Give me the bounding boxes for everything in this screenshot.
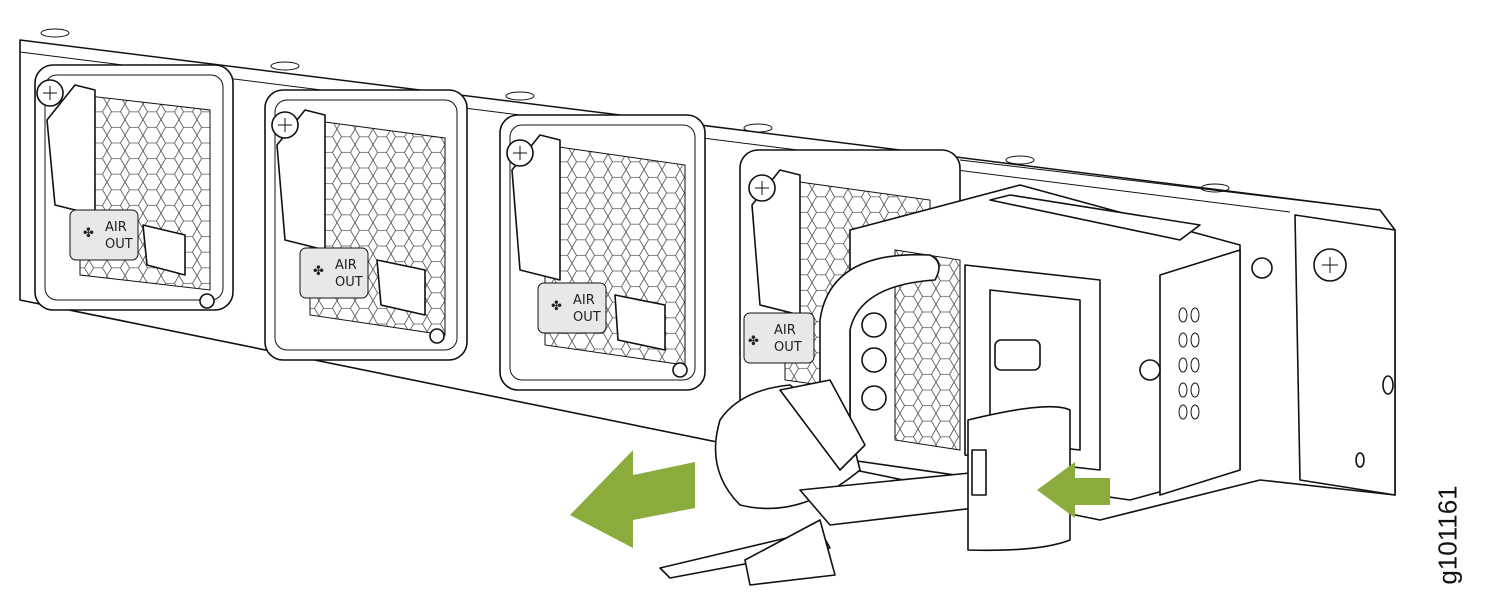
psu-side bbox=[1159, 249, 1241, 496]
rear-panel-side bbox=[1294, 214, 1396, 496]
air-out-label bbox=[537, 282, 607, 334]
fan-module-2[interactable]: ✤ AIR OUT bbox=[264, 89, 468, 361]
label-out: OUT bbox=[774, 340, 802, 355]
retainer-latch bbox=[779, 379, 866, 471]
arrow-left-icon bbox=[570, 450, 695, 548]
led-indicator bbox=[429, 328, 445, 344]
screw-icon bbox=[1251, 257, 1273, 279]
label-air: AIR bbox=[573, 293, 595, 308]
label-out: OUT bbox=[573, 310, 601, 325]
air-out-label bbox=[743, 312, 815, 364]
arrow-left-icon bbox=[1037, 462, 1110, 518]
fan-module-1[interactable]: ✤ AIR OUT bbox=[34, 64, 234, 311]
fan-handle bbox=[276, 109, 326, 251]
psu-vent-top bbox=[989, 194, 1201, 241]
fan-module-3[interactable]: ✤ AIR OUT bbox=[499, 114, 706, 391]
fan-icon: ✤ bbox=[83, 226, 94, 241]
label-air: AIR bbox=[105, 220, 127, 235]
power-cord-retainer[interactable] bbox=[659, 253, 1071, 586]
label-out: OUT bbox=[335, 275, 363, 290]
figure-id: g101161 bbox=[1418, 480, 1478, 590]
led-indicator bbox=[199, 293, 215, 309]
cord-loop bbox=[819, 253, 940, 441]
label-out: OUT bbox=[105, 237, 133, 252]
cord-plug bbox=[967, 405, 1071, 552]
psu-grille bbox=[894, 249, 961, 451]
label-air: AIR bbox=[335, 258, 357, 273]
air-out-label bbox=[299, 247, 369, 299]
led-indicator bbox=[672, 362, 688, 378]
label-air: AIR bbox=[774, 323, 796, 338]
fan-icon: ✤ bbox=[551, 299, 562, 314]
air-out-label bbox=[69, 209, 139, 261]
figure-id-text: g101161 bbox=[1432, 485, 1463, 585]
fan-handle bbox=[46, 84, 96, 216]
fan-icon: ✤ bbox=[313, 264, 324, 279]
fan-icon: ✤ bbox=[748, 334, 759, 349]
fan-handle bbox=[511, 134, 561, 281]
screw-icon bbox=[1139, 359, 1161, 381]
fan-handle bbox=[751, 169, 801, 316]
